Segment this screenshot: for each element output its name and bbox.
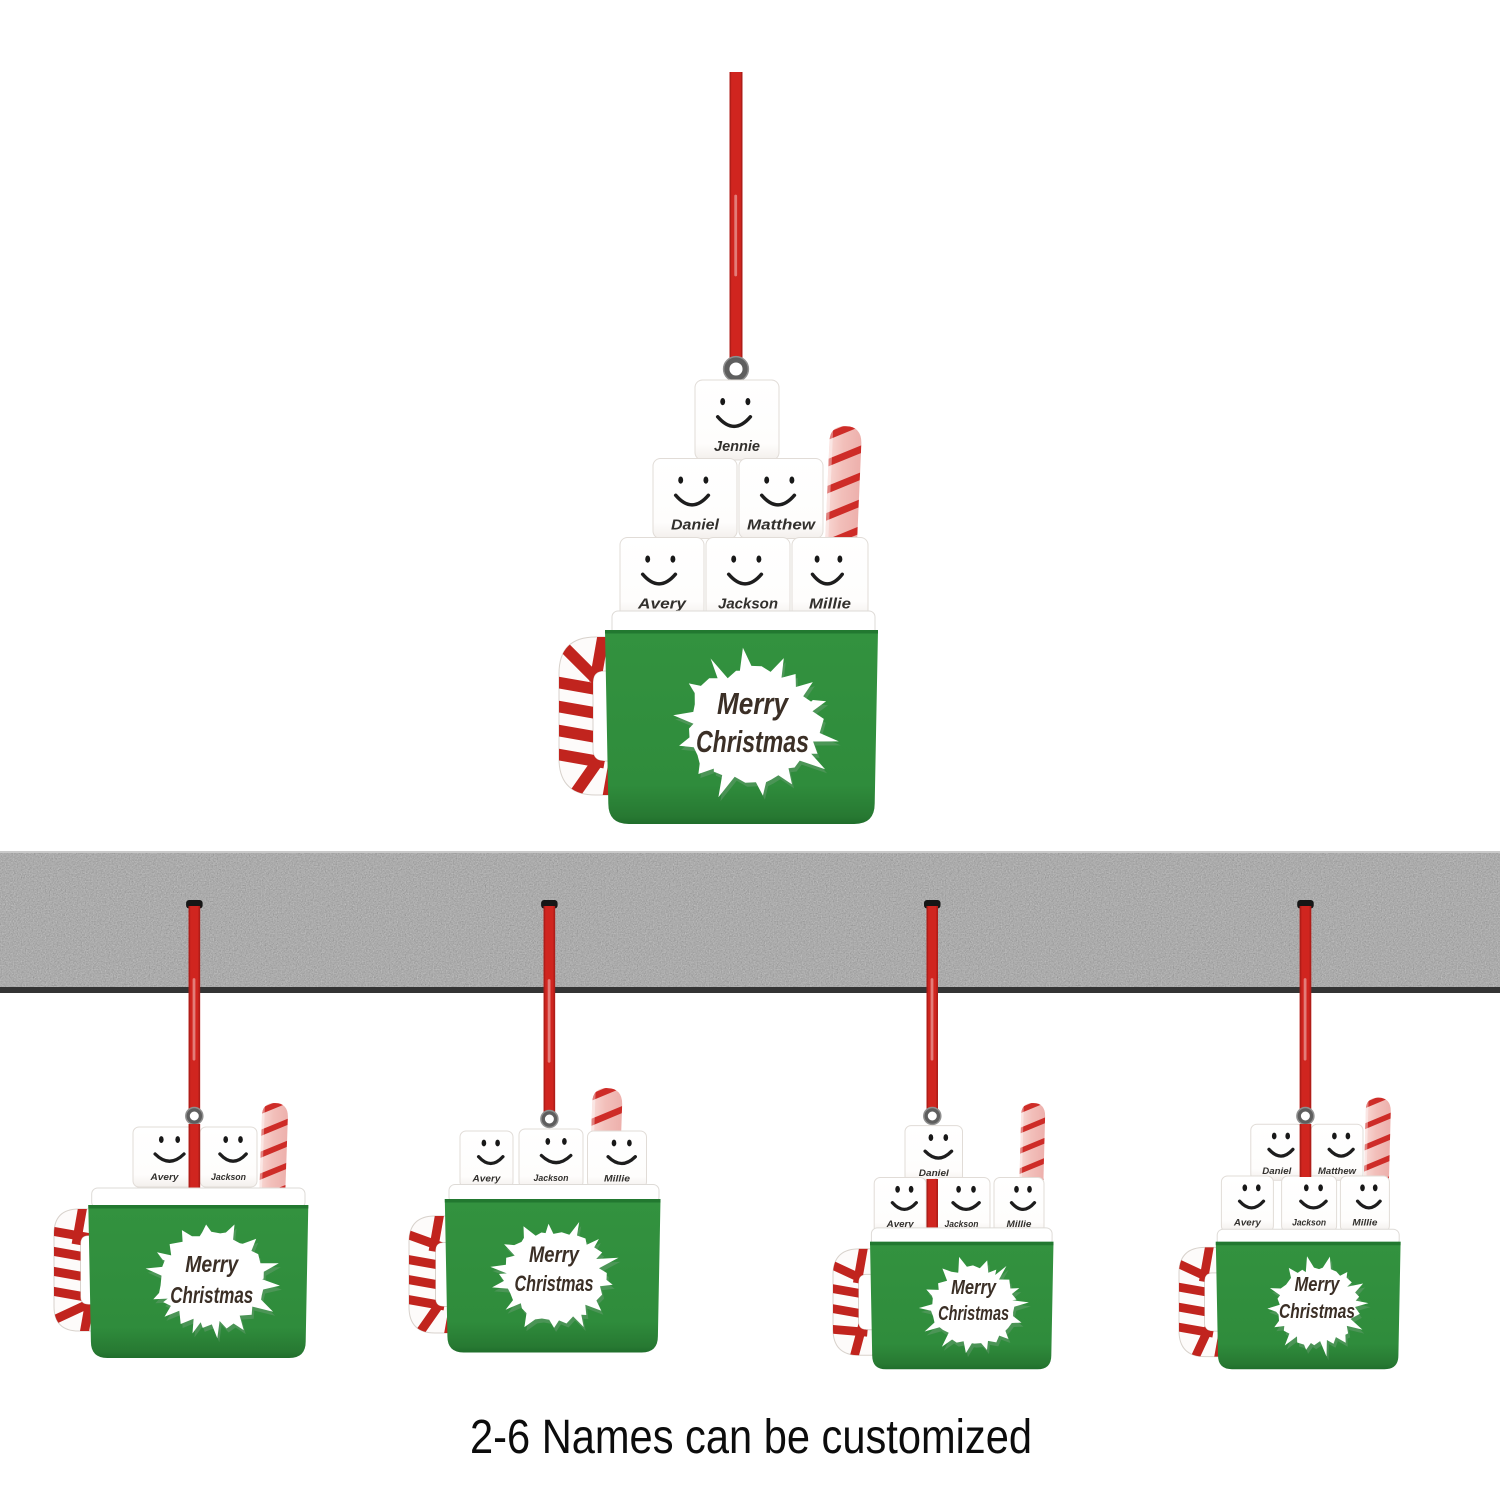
svg-text:Christmas: Christmas xyxy=(696,724,809,759)
svg-text:Merry: Merry xyxy=(1295,1274,1341,1296)
svg-text:Jackson: Jackson xyxy=(211,1172,246,1183)
svg-text:Jackson: Jackson xyxy=(718,595,778,612)
svg-text:Avery: Avery xyxy=(471,1173,501,1184)
svg-text:Daniel: Daniel xyxy=(671,516,720,533)
svg-text:Merry: Merry xyxy=(185,1251,239,1277)
svg-text:Christmas: Christmas xyxy=(938,1303,1009,1325)
svg-text:Christmas: Christmas xyxy=(515,1271,594,1296)
svg-text:Merry: Merry xyxy=(529,1242,580,1267)
svg-text:Avery: Avery xyxy=(1233,1218,1262,1229)
svg-text:Daniel: Daniel xyxy=(919,1168,949,1179)
svg-text:Matthew: Matthew xyxy=(1318,1166,1357,1176)
svg-text:Avery: Avery xyxy=(886,1219,915,1230)
svg-text:Matthew: Matthew xyxy=(747,516,817,533)
svg-text:Millie: Millie xyxy=(1007,1219,1033,1230)
svg-text:Jackson: Jackson xyxy=(945,1219,979,1230)
svg-text:Millie: Millie xyxy=(1352,1218,1378,1229)
svg-text:Jennie: Jennie xyxy=(714,438,760,455)
svg-text:2-6 Names can be customized: 2-6 Names can be customized xyxy=(470,1411,1032,1464)
svg-text:Christmas: Christmas xyxy=(170,1282,253,1308)
svg-text:Millie: Millie xyxy=(604,1173,631,1184)
svg-text:Merry: Merry xyxy=(717,686,789,721)
svg-text:Jackson: Jackson xyxy=(534,1173,569,1184)
svg-text:Avery: Avery xyxy=(149,1172,179,1183)
svg-text:Millie: Millie xyxy=(809,595,851,612)
svg-text:Merry: Merry xyxy=(951,1277,997,1299)
svg-text:Jackson: Jackson xyxy=(1292,1218,1326,1229)
svg-text:Daniel: Daniel xyxy=(1262,1166,1291,1177)
svg-text:Christmas: Christmas xyxy=(1279,1301,1355,1323)
svg-text:Avery: Avery xyxy=(637,595,687,612)
